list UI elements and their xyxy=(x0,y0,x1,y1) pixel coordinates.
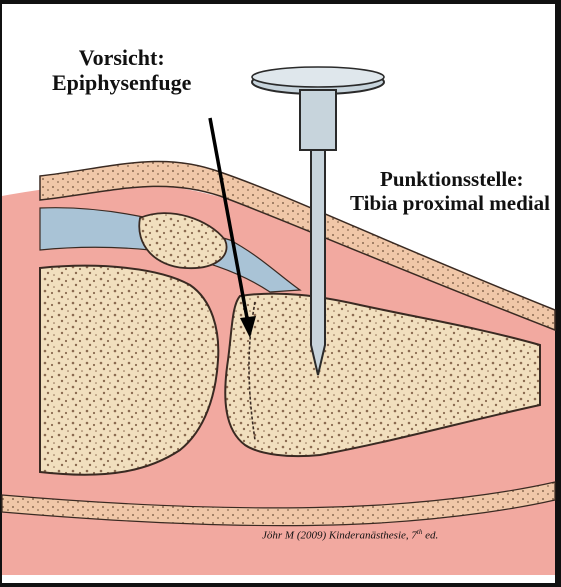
warning-label-line2: Epiphysenfuge xyxy=(52,71,191,96)
site-label-line2: Tibia proximal medial xyxy=(350,192,550,216)
citation: Jöhr M (2009) Kinderanästhesie, 7th ed. xyxy=(262,528,438,542)
needle-shaft xyxy=(311,150,325,375)
warning-label: Vorsicht: Epiphysenfuge xyxy=(52,46,191,95)
citation-main: Jöhr M (2009) Kinderanästhesie, 7 xyxy=(262,530,417,542)
site-label-line1: Punktionsstelle: xyxy=(350,168,550,192)
warning-label-line1: Vorsicht: xyxy=(52,46,191,71)
citation-suffix: ed. xyxy=(422,530,438,542)
needle-hub xyxy=(300,90,336,150)
puncture-site-label: Punktionsstelle: Tibia proximal medial xyxy=(350,168,550,215)
